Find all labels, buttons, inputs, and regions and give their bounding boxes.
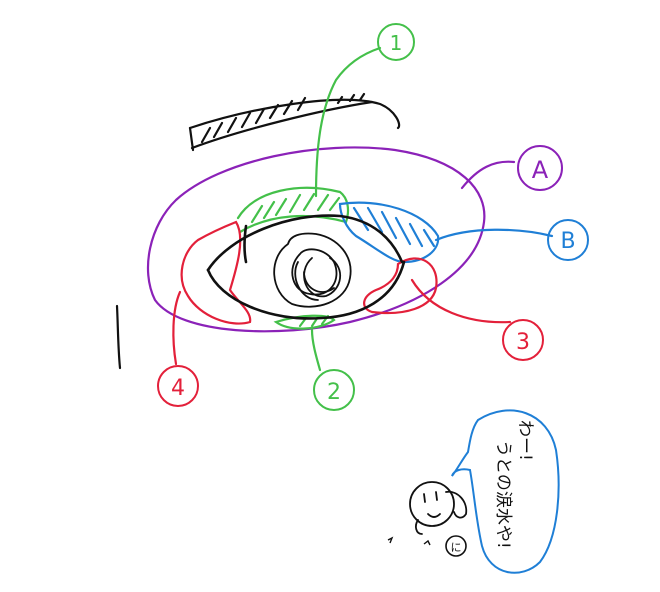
- label-b-badge: B: [547, 219, 589, 261]
- label-b-text: B: [560, 229, 575, 254]
- character-doodle: [409, 481, 468, 535]
- speech-line-1: わー!: [515, 420, 535, 461]
- region-1-upper-lid: [236, 46, 382, 234]
- region-4-inner-corner: [172, 220, 252, 366]
- eyebrow: [188, 92, 401, 152]
- iris-scribble: [273, 232, 352, 308]
- doodle-tick-2: [423, 539, 431, 546]
- label-4-badge: 4: [157, 365, 199, 407]
- label-2-badge: 2: [313, 369, 355, 411]
- label-4-text: 4: [171, 376, 185, 401]
- speech-line-2: うとの涙水や!: [493, 440, 514, 549]
- small-glyph-doodle: に: [445, 535, 467, 557]
- label-3-badge: 3: [502, 319, 544, 361]
- region-a-outline: [147, 146, 516, 333]
- region-2-lower-lid: [273, 314, 336, 372]
- eye-outline: [206, 214, 406, 320]
- label-3-text: 3: [516, 330, 530, 355]
- label-1-badge: 1: [377, 23, 415, 61]
- speech-bubble: わー! うとの涙水や!: [451, 409, 560, 574]
- region-3-outer-corner: [363, 257, 512, 324]
- label-a-badge: A: [517, 145, 563, 191]
- label-1-text: 1: [390, 31, 403, 55]
- small-glyph-text: に: [451, 541, 462, 554]
- label-a-text: A: [532, 156, 549, 184]
- stray-mark-left: [115, 304, 122, 370]
- label-2-text: 2: [327, 380, 341, 405]
- doodle-tick-1: [387, 536, 394, 544]
- region-b-shaded: [338, 201, 554, 264]
